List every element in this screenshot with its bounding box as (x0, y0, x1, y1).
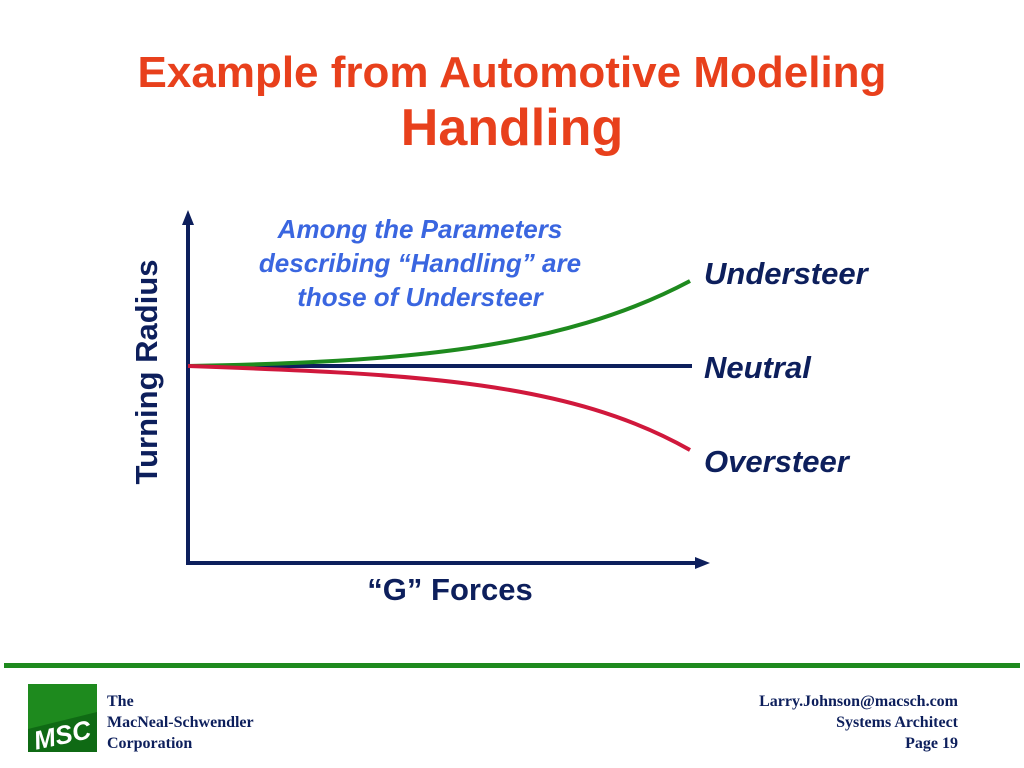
page-number: Page 19 (905, 735, 958, 752)
contact-role: Systems Architect (836, 714, 958, 731)
msc-logo: MSC (28, 684, 97, 752)
company-line: Corporation (107, 735, 193, 752)
handling-diagram (182, 210, 710, 569)
y-axis-arrow-icon (182, 210, 194, 225)
company-line: MacNeal-Schwendler (107, 714, 254, 731)
slide-subtitle: Handling (400, 99, 624, 157)
contact-email: Larry.Johnson@macsch.com (759, 693, 958, 710)
company-line: The (107, 693, 134, 710)
x-axis-label: “G” Forces (367, 572, 533, 607)
annotation-note: Among the Parameters describing “Handlin… (258, 214, 582, 312)
oversteer-curve (187, 364, 691, 452)
oversteer-label: Oversteer (704, 444, 849, 479)
company-name: The MacNeal-Schwendler Corporation (107, 691, 254, 754)
y-axis-label: Turning Radius (129, 259, 164, 485)
understeer-label: Understeer (704, 256, 868, 291)
understeer-curve (187, 279, 691, 368)
footer-divider (4, 663, 1020, 668)
neutral-label: Neutral (704, 350, 811, 385)
x-axis-arrow-icon (695, 557, 710, 569)
slide-title: Example from Automotive Modeling (137, 48, 887, 97)
contact-info: Larry.Johnson@macsch.com Systems Archite… (759, 691, 958, 754)
